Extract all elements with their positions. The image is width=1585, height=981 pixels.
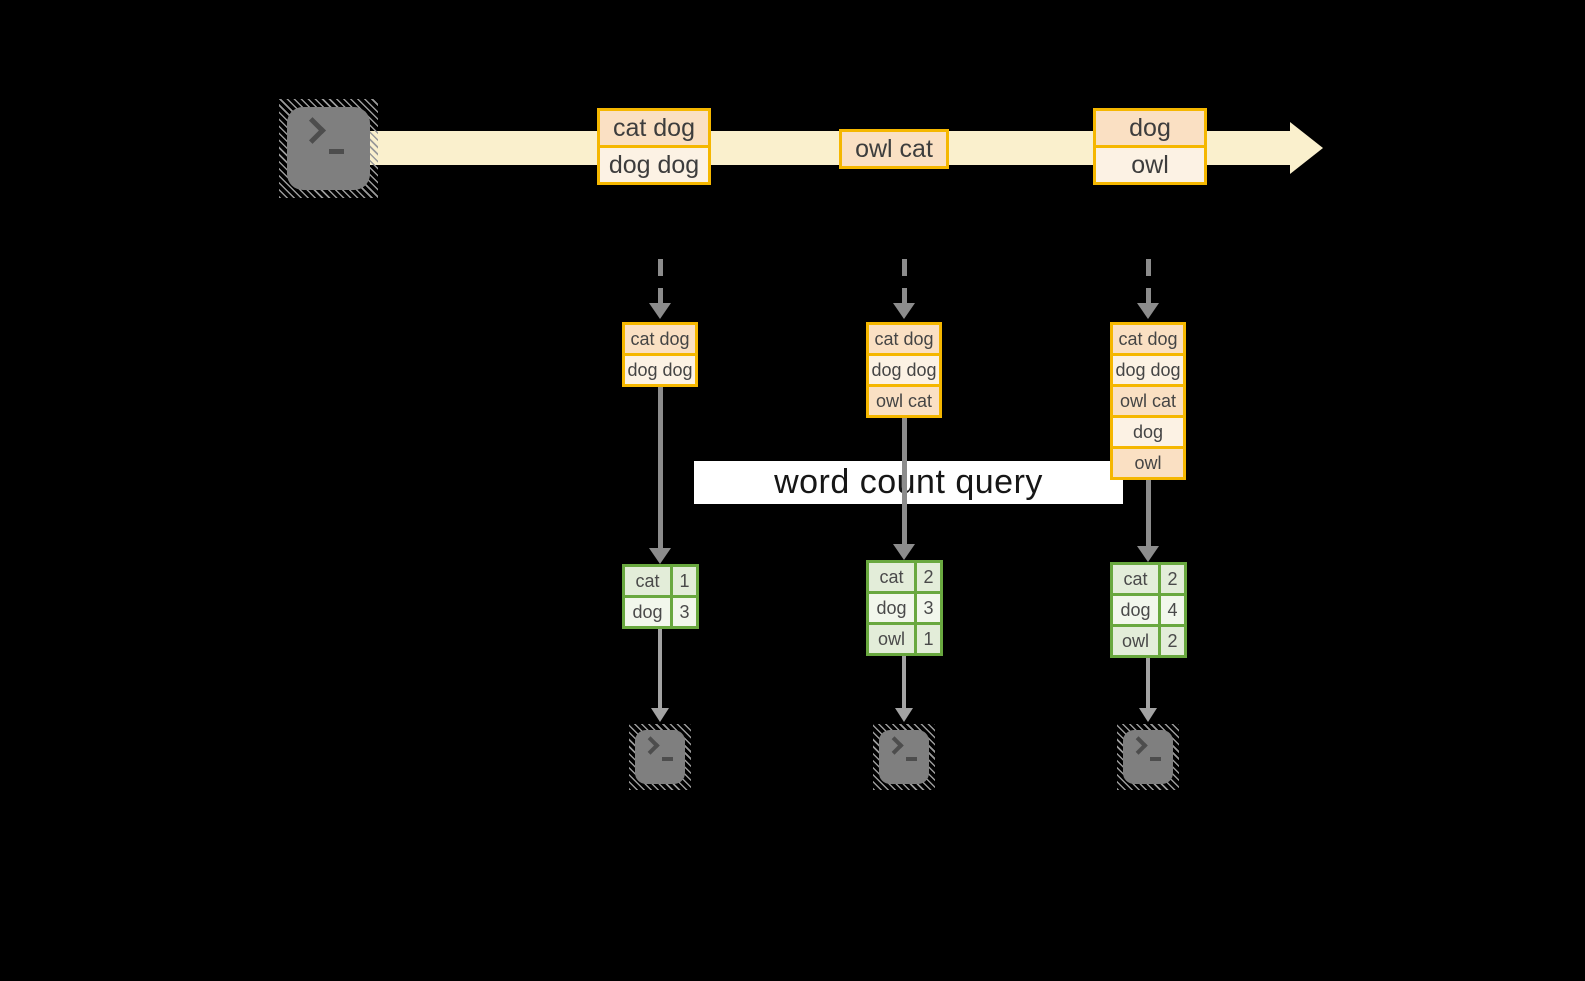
prompt-chevron-icon <box>1129 736 1148 755</box>
word-cell: owl <box>1113 627 1161 655</box>
count-cell: 3 <box>923 597 934 618</box>
prompt-cursor-icon <box>329 149 344 154</box>
result-row: owl 2 <box>1113 624 1184 655</box>
terminal-output-2-icon <box>873 724 935 790</box>
terminal-output-1-icon <box>629 724 691 790</box>
query-arrow-2 <box>902 418 907 544</box>
prompt-chevron-icon <box>885 736 904 755</box>
terminal-output-3-icon <box>1117 724 1179 790</box>
output-arrow-1 <box>658 629 662 708</box>
query-arrowhead-2-icon <box>893 544 915 560</box>
input-row: cat dog <box>869 325 939 353</box>
input-row: dog dog <box>1113 353 1183 384</box>
input-row: cat dog <box>625 325 695 353</box>
stream-batch-1: cat dog dog dog <box>597 108 711 185</box>
dashed-arrowhead-1-icon <box>649 303 671 319</box>
count-cell: 1 <box>679 570 690 591</box>
input-row: owl <box>1113 446 1183 477</box>
dashed-arrow-2 <box>902 259 907 303</box>
result-row: dog 4 <box>1113 593 1184 624</box>
dashed-arrow-1 <box>658 259 663 303</box>
word-cell: dog <box>625 598 673 626</box>
input-row: owl cat <box>1113 384 1183 415</box>
prompt-cursor-icon <box>662 757 673 761</box>
input-row: dog dog <box>869 353 939 384</box>
input-row: owl cat <box>869 384 939 415</box>
terminal-source-icon <box>279 99 378 198</box>
batch-line: owl <box>1096 145 1204 182</box>
result-row: cat 1 <box>625 567 696 595</box>
output-arrowhead-3-icon <box>1139 708 1157 722</box>
terminal-screen <box>635 730 685 784</box>
query-arrow-3 <box>1146 480 1151 546</box>
stream-arrowhead-icon <box>1290 122 1323 174</box>
result-row: owl 1 <box>869 622 940 653</box>
result-table-1: cat 1 dog 3 <box>622 564 699 629</box>
result-row: cat 2 <box>869 563 940 591</box>
stream-batch-3: dog owl <box>1093 108 1207 185</box>
prompt-cursor-icon <box>1150 757 1161 761</box>
count-cell: 1 <box>923 628 934 649</box>
input-row: dog dog <box>625 353 695 384</box>
word-cell: cat <box>869 563 917 591</box>
prompt-chevron-icon <box>641 736 660 755</box>
result-table-3: cat 2 dog 4 owl 2 <box>1110 562 1187 658</box>
result-row: cat 2 <box>1113 565 1184 593</box>
batch-line: dog dog <box>600 145 708 182</box>
count-cell: 3 <box>679 601 690 622</box>
input-row: cat dog <box>1113 325 1183 353</box>
output-arrow-3 <box>1146 658 1150 708</box>
dashed-arrowhead-2-icon <box>893 303 915 319</box>
query-arrowhead-1-icon <box>649 548 671 564</box>
batch-line: cat dog <box>600 111 708 145</box>
word-cell: owl <box>869 625 917 653</box>
word-cell: cat <box>1113 565 1161 593</box>
word-cell: dog <box>1113 596 1161 624</box>
query-banner: word count query <box>694 461 1123 504</box>
input-row: dog <box>1113 415 1183 446</box>
word-cell: cat <box>625 567 673 595</box>
terminal-screen <box>879 730 929 784</box>
dashed-arrow-3 <box>1146 259 1151 303</box>
result-row: dog 3 <box>625 595 696 626</box>
result-row: dog 3 <box>869 591 940 622</box>
output-arrow-2 <box>902 656 906 708</box>
batch-line: owl cat <box>842 132 946 166</box>
input-table-1: cat dog dog dog <box>622 322 698 387</box>
word-cell: dog <box>869 594 917 622</box>
stream-batch-2: owl cat <box>839 129 949 169</box>
input-table-2: cat dog dog dog owl cat <box>866 322 942 418</box>
terminal-screen <box>287 107 370 190</box>
terminal-screen <box>1123 730 1173 784</box>
prompt-cursor-icon <box>906 757 917 761</box>
batch-line: dog <box>1096 111 1204 145</box>
count-cell: 4 <box>1167 599 1178 620</box>
count-cell: 2 <box>923 566 934 587</box>
count-cell: 2 <box>1167 630 1178 651</box>
output-arrowhead-2-icon <box>895 708 913 722</box>
count-cell: 2 <box>1167 568 1178 589</box>
result-table-2: cat 2 dog 3 owl 1 <box>866 560 943 656</box>
prompt-chevron-icon <box>299 117 326 144</box>
output-arrowhead-1-icon <box>651 708 669 722</box>
query-arrowhead-3-icon <box>1137 546 1159 562</box>
query-arrow-1 <box>658 387 663 548</box>
dashed-arrowhead-3-icon <box>1137 303 1159 319</box>
input-table-3: cat dog dog dog owl cat dog owl <box>1110 322 1186 480</box>
query-banner-label: word count query <box>774 463 1043 501</box>
